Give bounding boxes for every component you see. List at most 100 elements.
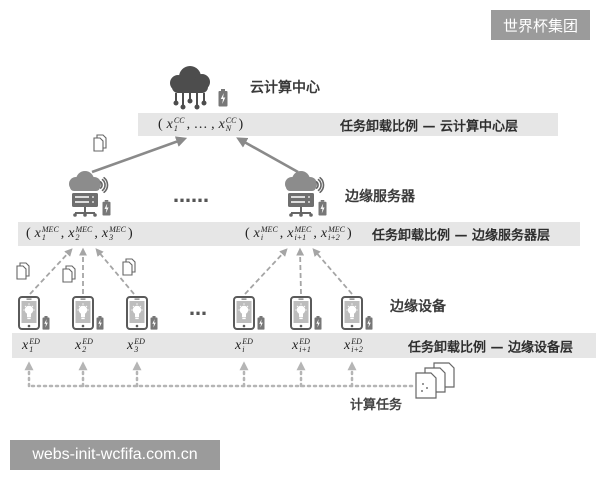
variable-base: x xyxy=(75,337,82,353)
variable-base: x xyxy=(287,226,294,241)
variable-superscript: MEC xyxy=(75,225,93,234)
task-document-icon xyxy=(16,262,30,280)
battery-icon xyxy=(218,89,228,107)
variable-base: x xyxy=(344,337,351,353)
cloud-computing-center-icon xyxy=(170,66,210,110)
mobile-device-icon xyxy=(341,296,363,330)
expr-punctuation: ( xyxy=(26,226,31,241)
expr-punctuation: ) xyxy=(128,226,133,241)
variable-subscript: N xyxy=(225,123,232,133)
offload-arrow-device-i1-to-server xyxy=(296,247,305,295)
variable-base: x xyxy=(166,116,173,132)
variable-superscript: ED xyxy=(242,336,253,346)
offload-arrow-right-server-to-cloud xyxy=(236,137,299,174)
variable-subscript: i+2 xyxy=(351,344,363,354)
variable-base: x xyxy=(235,337,242,353)
variable-subscript: 3 xyxy=(109,233,114,242)
expr-punctuation: ( xyxy=(245,226,250,241)
task-document-icon xyxy=(62,265,76,283)
variable-subscript: 2 xyxy=(82,344,87,354)
variable-superscript: MEC xyxy=(260,225,278,234)
mobile-device-icon xyxy=(233,296,255,330)
variable-subscript: i+1 xyxy=(299,344,311,354)
battery-icon xyxy=(318,200,327,216)
variable-subscript: i+1 xyxy=(294,233,307,242)
variable-superscript: MEC xyxy=(109,225,126,234)
brand-badge: 世界杯集团 xyxy=(491,10,590,40)
offload-arrow-device-i-to-server xyxy=(244,248,288,295)
battery-icon xyxy=(150,316,158,330)
variable-subscript: 1 xyxy=(29,344,34,354)
mobile-device-icon xyxy=(18,296,40,330)
variable-base: x xyxy=(292,337,299,353)
variable-subscript: i xyxy=(242,344,245,354)
variable-subscript: i+2 xyxy=(328,233,340,242)
variable-superscript: MEC xyxy=(294,225,312,234)
variable-superscript: MEC xyxy=(328,225,345,234)
variable-base: x xyxy=(253,226,260,241)
site-url-badge: webs-init-wcfifa.com.cn xyxy=(10,440,220,470)
edge-device-layer-label: 任务卸载比例 — 边缘设备层 xyxy=(408,340,574,355)
variable-subscript: 3 xyxy=(134,344,139,354)
variable-subscript: 1 xyxy=(173,123,178,133)
offload-arrow-device-1-to-server xyxy=(29,248,73,295)
variable-base: x xyxy=(68,226,75,241)
edge-server-ellipsis: …… xyxy=(173,186,209,207)
expr-punctuation: , xyxy=(60,226,65,241)
variable-subscript: i xyxy=(260,233,264,242)
expr-punctuation: ( xyxy=(158,116,163,132)
variable-base: x xyxy=(34,226,41,241)
expr-punctuation: , … , xyxy=(186,116,215,132)
expr-punctuation: , xyxy=(279,226,284,241)
variable-superscript: ED xyxy=(134,336,145,346)
battery-icon xyxy=(96,316,104,330)
battery-icon xyxy=(365,316,373,330)
variable-base: x xyxy=(320,226,328,241)
edge-server-layer-label: 任务卸载比例 — 边缘服务器层 xyxy=(372,228,551,244)
mobile-device-icon xyxy=(72,296,94,330)
expr-punctuation: , xyxy=(313,226,317,241)
cloud-center-title: 云计算中心 xyxy=(250,80,320,96)
mobile-device-icon xyxy=(126,296,148,330)
variable-subscript: 2 xyxy=(75,233,80,242)
expr-punctuation: ) xyxy=(347,226,352,241)
offload-arrow-left-server-to-cloud xyxy=(91,136,188,174)
task-document-icon xyxy=(93,134,107,152)
edge-device-title: 边缘设备 xyxy=(390,299,446,315)
variable-superscript: ED xyxy=(299,336,310,346)
edge-device-ellipsis: … xyxy=(189,299,207,320)
task-document-icon xyxy=(122,258,136,276)
variable-superscript: ED xyxy=(351,336,362,346)
variable-base: x xyxy=(218,116,225,132)
variable-superscript: ED xyxy=(29,336,40,346)
edge-server-title: 边缘服务器 xyxy=(345,189,415,205)
variable-superscript: CC xyxy=(225,115,237,125)
